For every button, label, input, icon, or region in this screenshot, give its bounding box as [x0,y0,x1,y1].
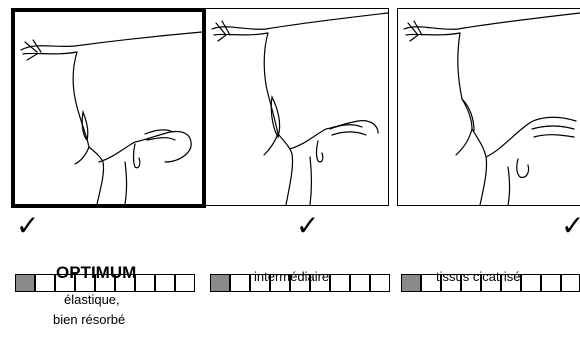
scale-cell[interactable] [35,274,55,292]
scale-subtitle-line2: bien résorbé [53,313,125,326]
checkmark-icon: ✓ [16,212,39,240]
scale-cell-selected[interactable] [15,274,35,292]
checkmark-icon: ✓ [296,212,319,240]
scale-cell[interactable] [541,274,561,292]
panel-scar-tissue[interactable] [397,8,580,206]
scale-cell[interactable] [370,274,390,292]
scale-cell-selected[interactable] [401,274,421,292]
scale-cell[interactable] [350,274,370,292]
checkmark-icon: ✓ [561,212,580,240]
scale-cell[interactable] [155,274,175,292]
scale-cell[interactable] [135,274,155,292]
udder-illustration-icon [15,12,202,204]
scale-cell[interactable] [330,274,350,292]
scale-cell[interactable] [230,274,250,292]
scale-cell[interactable] [521,274,541,292]
scale-cell-selected[interactable] [210,274,230,292]
panel-optimum[interactable] [11,8,206,208]
udder-illustration-icon [206,9,388,205]
panel-intermediate[interactable] [205,8,389,206]
udder-illustration-icon [398,9,580,205]
scale-title-scar-tissue: tissus cicatrisé [436,270,521,283]
scale-cell[interactable] [561,274,580,292]
scale-title-optimum: OPTIMUM [56,264,136,281]
scale-subtitle-line1: élastique, [64,293,120,306]
scale-cell[interactable] [175,274,195,292]
scale-title-intermediate: intermédiaire [254,270,329,283]
